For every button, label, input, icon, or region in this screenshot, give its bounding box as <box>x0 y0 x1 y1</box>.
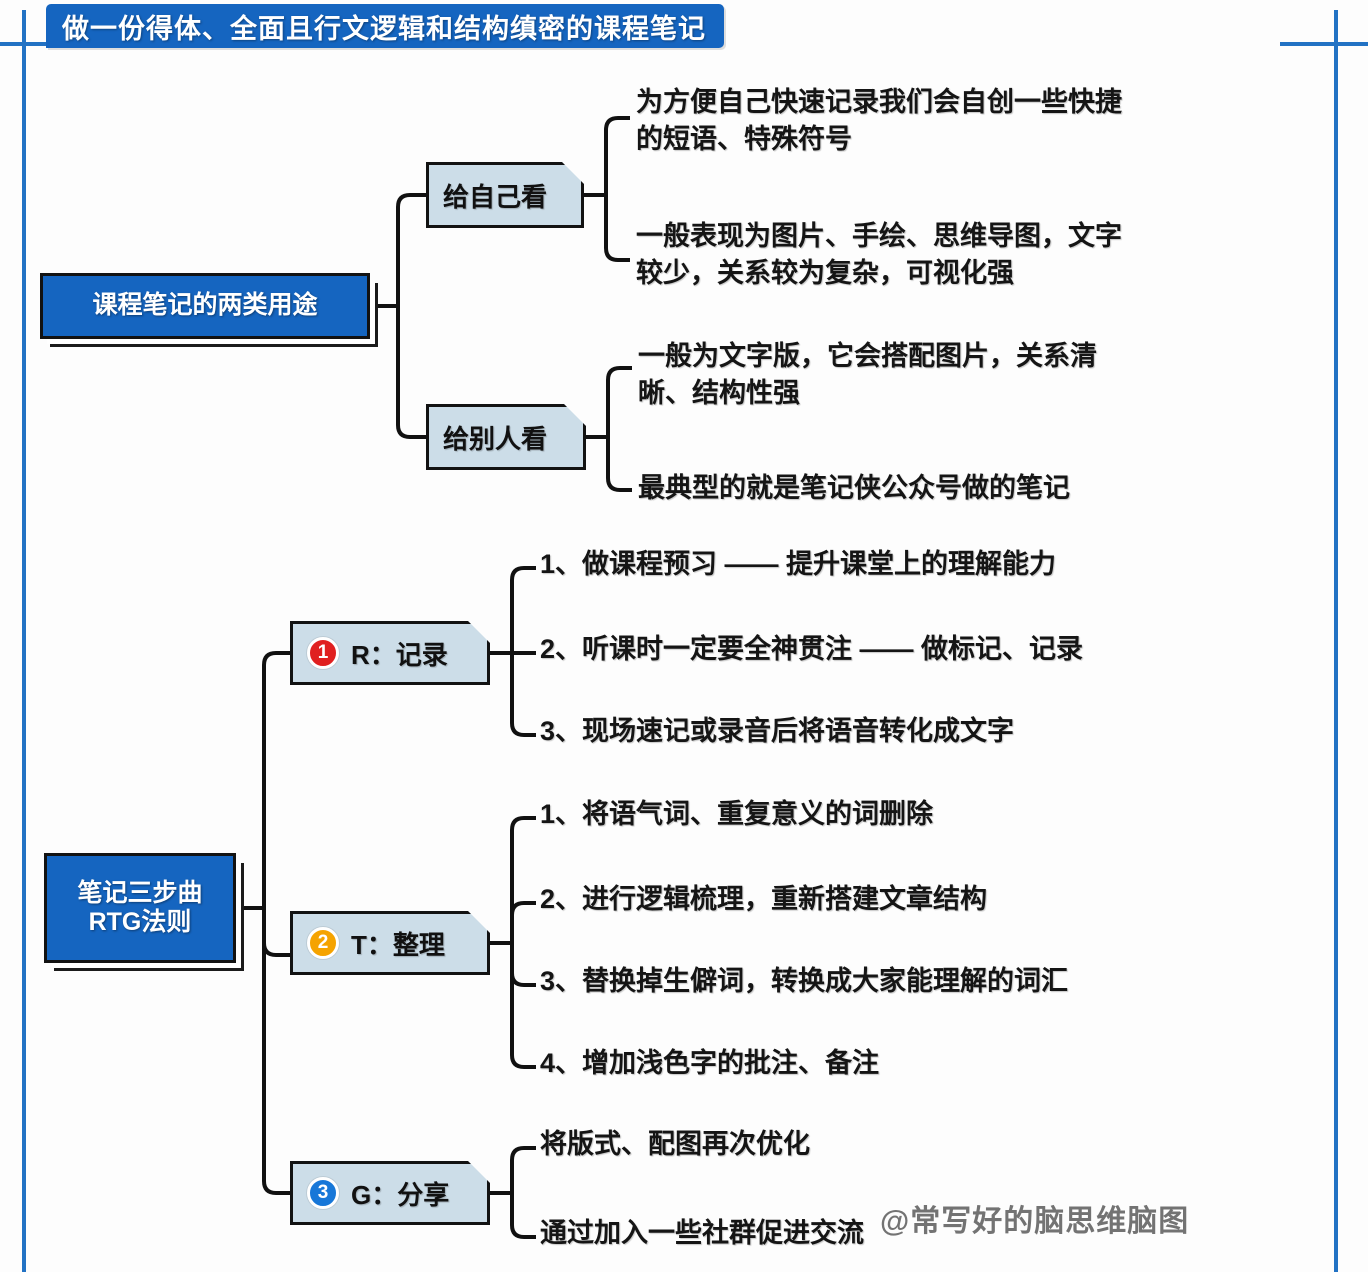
root-node-line: 笔记三步曲 <box>77 878 203 907</box>
frame-line-top-right <box>1280 42 1368 46</box>
leaf-r-1: 1、做课程预习 —— 提升课堂上的理解能力 <box>540 549 1057 579</box>
frame-line-top-left <box>0 42 50 46</box>
leaf-t-1: 1、将语气词、重复意义的词删除 <box>540 799 934 829</box>
leaf-other-1: 一般为文字版，它会搭配图片，关系清 晰、结构性强 <box>638 341 1097 409</box>
branch-label: 给自己看 <box>443 181 548 212</box>
branch-node-organize[interactable]: 2 T：整理 <box>290 911 490 975</box>
leaf-g-2: 通过加入一些社群促进交流 <box>540 1218 864 1248</box>
branch-label: 给别人看 <box>443 423 548 454</box>
root-node-note-purposes[interactable]: 课程笔记的两类用途 <box>40 273 370 339</box>
page-title-text: 做一份得体、全面且行文逻辑和结构缜密的课程笔记 <box>62 13 706 44</box>
leaf-r-2: 2、听课时一定要全神贯注 —— 做标记、记录 <box>540 634 1084 664</box>
leaf-self-2: 一般表现为图片、手绘、思维导图，文字 较少，关系较为复杂，可视化强 <box>636 221 1122 289</box>
page-title: 做一份得体、全面且行文逻辑和结构缜密的课程笔记 <box>46 4 724 48</box>
frame-line-right <box>1334 10 1338 1272</box>
leaf-other-2: 最典型的就是笔记侠公众号做的笔记 <box>638 473 1070 503</box>
branch-label: G：分享 <box>351 1179 450 1210</box>
leaf-r-3: 3、现场速记或录音后将语音转化成文字 <box>540 716 1015 746</box>
number-badge-1: 1 <box>307 637 339 669</box>
branch-node-for-self[interactable]: 给自己看 <box>426 162 584 228</box>
branch-label: R：记录 <box>351 639 448 670</box>
branch-node-record[interactable]: 1 R：记录 <box>290 621 490 685</box>
frame-line-left <box>22 10 26 1272</box>
number-badge-2: 2 <box>307 927 339 959</box>
leaf-self-1: 为方便自己快速记录我们会自创一些快捷 的短语、特殊符号 <box>636 87 1122 155</box>
number-badge-3: 3 <box>307 1177 339 1209</box>
leaf-g-1: 将版式、配图再次优化 <box>540 1129 810 1159</box>
leaf-t-3: 3、替换掉生僻词，转换成大家能理解的词汇 <box>540 966 1069 996</box>
watermark: @常写好的脑思维脑图 <box>880 1205 1190 1238</box>
branch-label: T：整理 <box>351 929 445 960</box>
root-node-line: RTG法则 <box>88 908 192 936</box>
branch-node-share[interactable]: 3 G：分享 <box>290 1161 490 1225</box>
branch-node-for-others[interactable]: 给别人看 <box>426 404 586 470</box>
root-node-line: 课程笔记的两类用途 <box>92 291 318 320</box>
leaf-t-2: 2、进行逻辑梳理，重新搭建文章结构 <box>540 884 988 914</box>
root-node-rtg-rule[interactable]: 笔记三步曲 RTG法则 <box>44 853 236 963</box>
leaf-t-4: 4、增加浅色字的批注、备注 <box>540 1048 880 1078</box>
